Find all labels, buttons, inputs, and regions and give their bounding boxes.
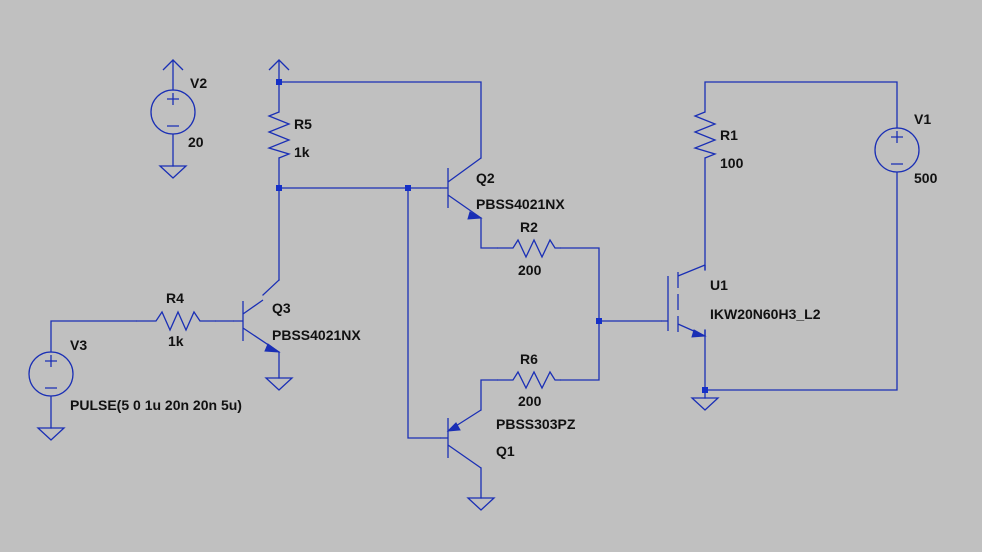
label-u1-ref: U1 — [710, 277, 728, 293]
wire-v1-bottom — [704, 172, 898, 391]
labels: V2 20 R5 1k Q2 PBSS4021NX R2 200 R6 200 … — [70, 75, 938, 459]
label-u1-value: IKW20N60H3_L2 — [710, 306, 821, 322]
junctions — [276, 79, 708, 393]
label-v3-value: PULSE(5 0 1u 20n 20n 5u) — [70, 397, 242, 413]
wire-q3-collector — [262, 279, 280, 296]
wire-vcc-rail — [278, 59, 482, 159]
label-r2-value: 200 — [518, 262, 542, 278]
wires — [50, 59, 898, 499]
voltage-source-v1[interactable] — [874, 127, 920, 173]
label-q2-value: PBSS4021NX — [476, 196, 565, 212]
label-r5-value: 1k — [294, 144, 310, 160]
label-v2-value: 20 — [188, 134, 204, 150]
label-q2-ref: Q2 — [476, 170, 495, 186]
label-r1-ref: R1 — [720, 127, 738, 143]
label-v1-value: 500 — [914, 170, 938, 186]
wire-bias-to-q1 — [407, 187, 441, 439]
label-q1-value: PBSS303PZ — [496, 416, 576, 432]
ground-symbol-q1 — [466, 497, 496, 511]
junction-vcc — [276, 79, 282, 85]
label-r2-ref: R2 — [520, 219, 538, 235]
label-r6-value: 200 — [518, 393, 542, 409]
ground-symbol-v3 — [36, 427, 66, 441]
junction-gate — [596, 318, 602, 324]
resistor-r1[interactable] — [693, 111, 717, 159]
resistor-r6[interactable] — [497, 370, 561, 390]
transistor-q2[interactable] — [440, 157, 483, 220]
wire-r4 — [50, 320, 234, 353]
resistor-r4[interactable] — [136, 310, 216, 332]
label-q1-ref: Q1 — [496, 443, 515, 459]
label-v2-ref: V2 — [190, 75, 207, 91]
junction-u1-emitter — [702, 387, 708, 393]
label-q3-ref: Q3 — [272, 300, 291, 316]
voltage-source-v2[interactable] — [150, 89, 196, 135]
label-r5-ref: R5 — [294, 116, 312, 132]
label-r4-value: 1k — [168, 333, 184, 349]
label-v1-ref: V1 — [914, 111, 931, 127]
transistor-q3[interactable] — [233, 299, 281, 353]
junction-r5 — [276, 185, 282, 191]
ground-symbol-u1 — [690, 397, 720, 411]
transistor-q1[interactable] — [440, 409, 482, 469]
ground-symbol-q3 — [264, 377, 294, 391]
label-r4-ref: R4 — [166, 290, 184, 306]
resistor-r5[interactable] — [267, 111, 291, 159]
wire-q2-emitter — [480, 217, 600, 411]
voltage-source-v3[interactable] — [28, 351, 74, 397]
label-q3-value: PBSS4021NX — [272, 327, 361, 343]
wire-power-top — [704, 81, 898, 129]
vcc-arrow-v2 — [162, 59, 184, 71]
ground-symbol-v2 — [158, 165, 188, 179]
junction-bias — [405, 185, 411, 191]
resistor-r2[interactable] — [497, 238, 561, 259]
label-r6-ref: R6 — [520, 351, 538, 367]
label-r1-value: 100 — [720, 155, 744, 171]
igbt-u1[interactable] — [661, 264, 707, 338]
vcc-arrow-r5 — [268, 59, 290, 71]
label-v3-ref: V3 — [70, 337, 87, 353]
